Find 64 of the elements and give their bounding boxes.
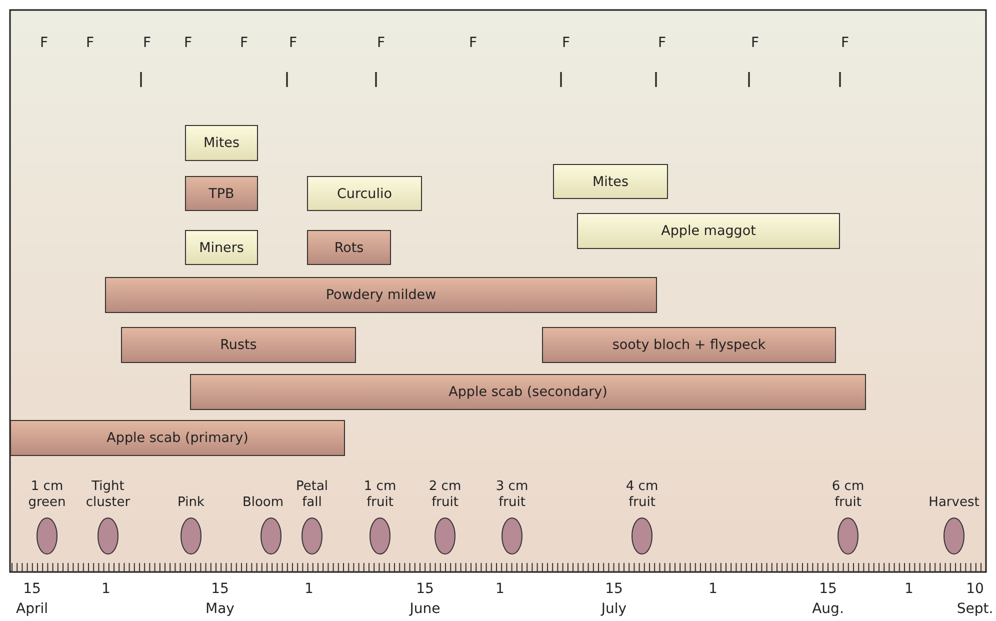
growth-stage-label: 2 cm fruit — [428, 479, 462, 511]
bar-label: Rots — [334, 240, 364, 256]
fungicide-spray-mark: F — [142, 35, 152, 51]
date-tick-label: 15 — [416, 581, 434, 597]
bar-label: Powdery mildew — [326, 287, 436, 303]
bar-label: Apple maggot — [661, 223, 756, 239]
date-tick-label: 1 — [904, 581, 914, 597]
date-tick-label: 1 — [102, 581, 110, 597]
bar-label: sooty bloch + flyspeck — [612, 337, 766, 353]
month-label: May — [206, 601, 234, 617]
bar-label: Apple scab (secondary) — [448, 384, 608, 400]
month-label: Sept. — [956, 601, 994, 617]
bar-label: Apple scab (primary) — [106, 430, 248, 446]
disease-bar — [307, 230, 391, 265]
disease-bar — [121, 327, 356, 363]
fungicide-spray-mark: F — [376, 35, 386, 51]
disease-bar — [542, 327, 836, 363]
month-label: July — [601, 601, 627, 617]
bar-label: Curculio — [337, 186, 392, 202]
growth-stage-label: 3 cm fruit — [494, 479, 530, 511]
growth-stage-label: Pink — [178, 495, 204, 511]
fungicide-spray-mark: F — [184, 35, 192, 51]
growth-stage-label: 6 cm fruit — [830, 479, 866, 511]
growth-stage-label: Harvest — [928, 495, 980, 511]
fungicide-spray-mark: F — [240, 35, 248, 51]
growth-stage-label: Bloom — [242, 495, 284, 511]
fungicide-spray-mark: F — [562, 35, 570, 51]
growth-stage-label: Tight cluster — [84, 479, 132, 511]
bar-label: Miners — [199, 240, 244, 256]
date-tick-label: 15 — [211, 581, 229, 597]
growth-stage-label: 1 cm green — [27, 479, 67, 511]
month-label: April — [16, 601, 48, 617]
bar-label: Mites — [592, 174, 629, 190]
growth-stage-label: Petal fall — [294, 479, 330, 511]
date-tick-label: 15 — [819, 581, 837, 597]
fungicide-spray-mark: F — [468, 35, 478, 51]
disease-bar — [190, 374, 866, 410]
disease-bar — [185, 176, 258, 211]
insect-pest-bar — [185, 125, 258, 161]
disease-bar — [105, 277, 657, 313]
bar-label: Rusts — [220, 337, 257, 353]
fungicide-spray-mark: F — [840, 35, 850, 51]
fungicide-spray-mark: F — [86, 35, 94, 51]
date-tick-label: 15 — [23, 581, 41, 597]
insect-pest-bar — [577, 213, 840, 249]
growth-stage-label: 1 cm fruit — [362, 479, 398, 511]
disease-bar — [10, 420, 345, 456]
date-tick-label: 15 — [605, 581, 623, 597]
fungicide-spray-mark: F — [40, 35, 48, 51]
insect-pest-bar — [185, 230, 258, 265]
insect-pest-bar — [553, 164, 668, 199]
bar-label: TPB — [208, 186, 234, 202]
date-tick-label: 1 — [496, 581, 504, 597]
fungicide-spray-mark: F — [288, 35, 298, 51]
bar-label: Mites — [203, 135, 240, 151]
fungicide-spray-mark: F — [658, 35, 666, 51]
date-tick-label: 1 — [304, 581, 314, 597]
month-label: Aug. — [812, 601, 844, 617]
month-label: June — [410, 601, 440, 617]
date-tick-label: 1 — [708, 581, 718, 597]
growth-stage-label: 4 cm fruit — [624, 479, 660, 511]
fungicide-spray-mark: F — [750, 35, 760, 51]
insect-pest-bar — [307, 176, 422, 211]
date-tick-label: 10 — [966, 581, 984, 597]
